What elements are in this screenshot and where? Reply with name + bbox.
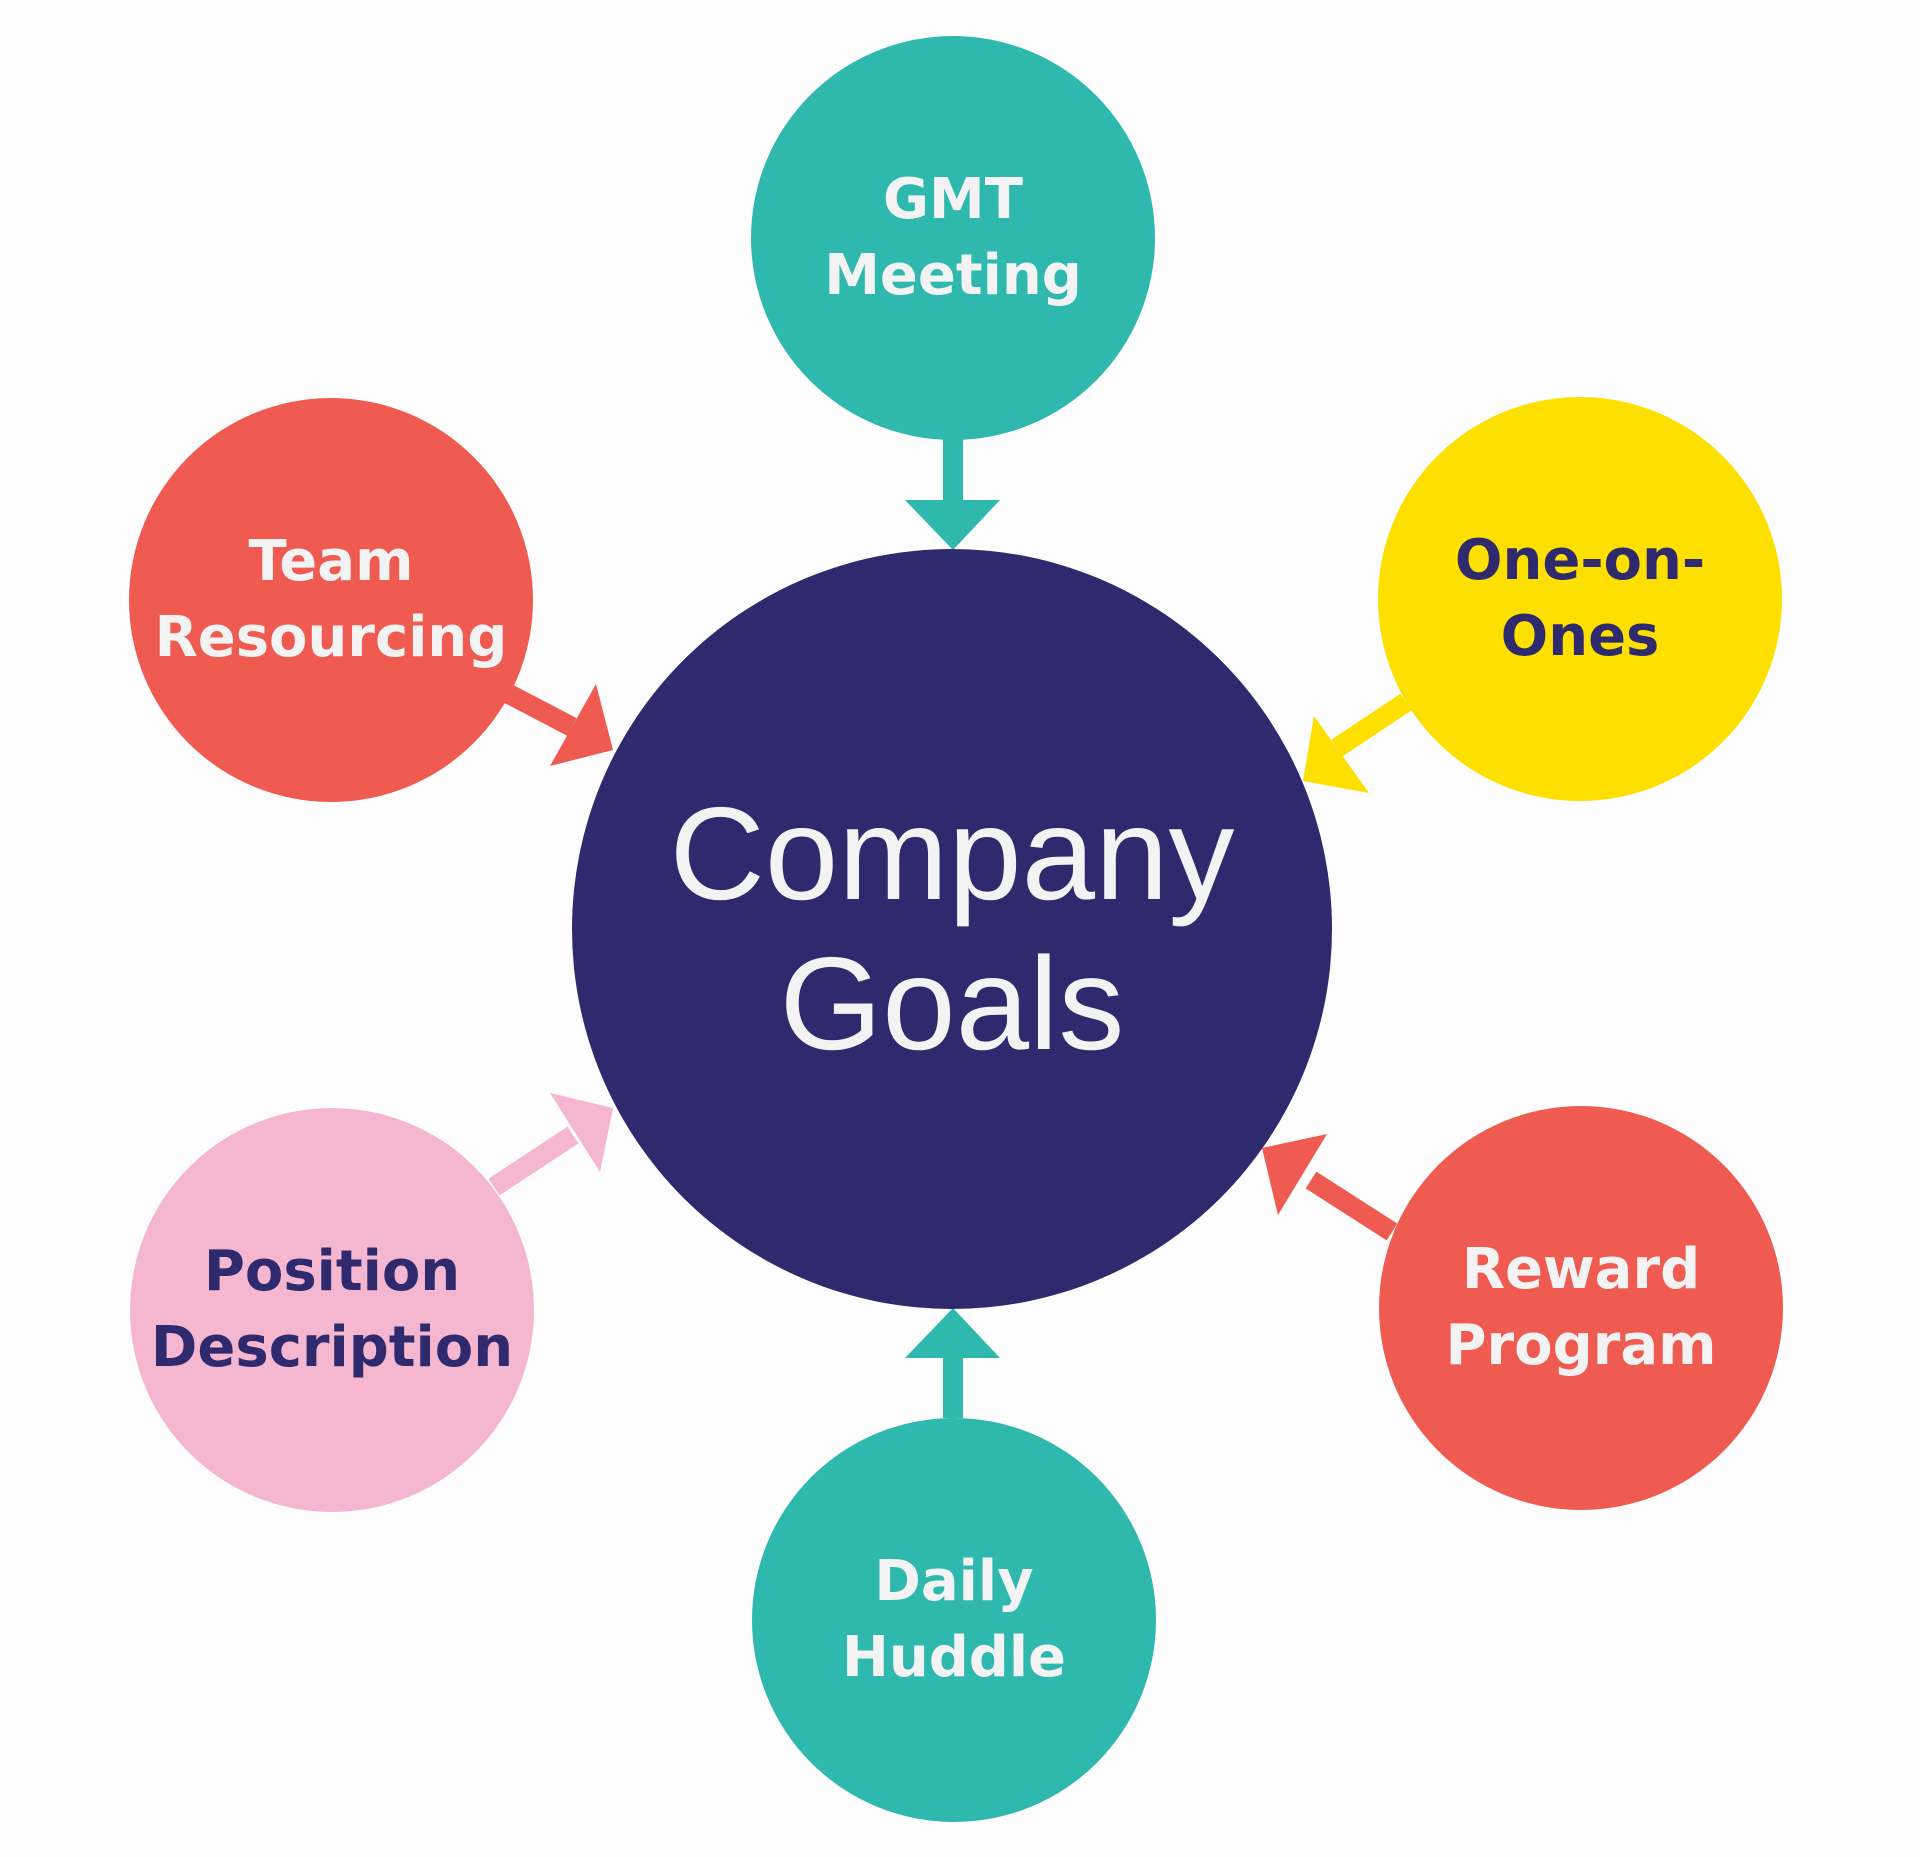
reward-program-circle: Reward Program — [1379, 1106, 1783, 1510]
position-description-label-line2: Description — [150, 1315, 514, 1380]
gmt-meeting-label-line1: GMT — [883, 167, 1023, 232]
arrow-team-resourcing — [502, 684, 613, 766]
position-description-label-line1: Position — [203, 1239, 461, 1304]
arrow-position-description — [488, 1093, 613, 1196]
center-title-line2: Goals — [779, 930, 1125, 1077]
team-resourcing-label-line2: Resourcing — [154, 605, 508, 670]
arrow-gmt-meeting — [905, 438, 1000, 550]
gmt-meeting-label-line2: Meeting — [824, 243, 1082, 308]
one-on-ones-circle: One-on- Ones — [1378, 397, 1782, 801]
gmt-meeting-circle: GMT Meeting — [751, 36, 1155, 440]
arrow-one-on-ones — [1303, 693, 1412, 793]
position-description-circle: Position Description — [130, 1108, 534, 1512]
company-goals-circle: Company Goals — [572, 549, 1332, 1309]
one-on-ones-label-line2: Ones — [1500, 604, 1660, 669]
daily-huddle-label-line2: Huddle — [841, 1625, 1067, 1690]
center-title-line1: Company — [669, 780, 1235, 927]
daily-huddle-label-line1: Daily — [874, 1549, 1034, 1614]
daily-huddle-circle: Daily Huddle — [752, 1418, 1156, 1822]
arrow-reward-program — [1262, 1134, 1398, 1241]
arrow-daily-huddle — [905, 1308, 1000, 1418]
reward-program-label-line1: Reward — [1461, 1237, 1701, 1302]
one-on-ones-label-line1: One-on- — [1454, 528, 1706, 593]
team-resourcing-label-line1: Team — [248, 529, 414, 594]
team-resourcing-circle: Team Resourcing — [129, 398, 533, 802]
reward-program-label-line2: Program — [1445, 1313, 1717, 1378]
